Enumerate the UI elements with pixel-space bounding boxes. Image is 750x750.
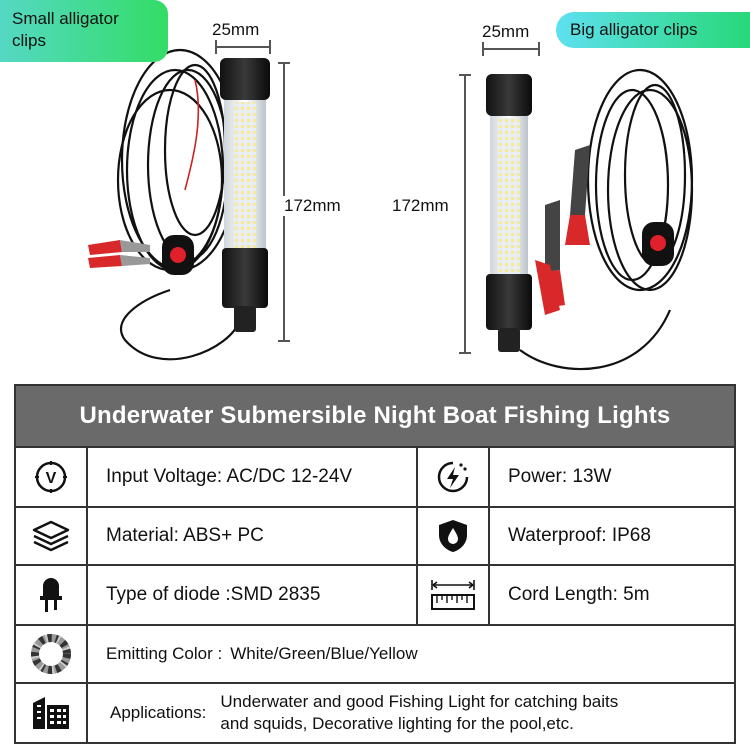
cell: Type of diode :SMD 2835 <box>90 566 416 624</box>
waterproof-text: Waterproof: IP68 <box>508 525 651 546</box>
left-light-tube <box>220 58 270 332</box>
height-label-right: 172mm <box>390 196 451 216</box>
spec-row-applications: Applications: Underwater and good Fishin… <box>16 682 734 742</box>
material-text: Material: ABS+ PC <box>106 525 264 546</box>
icon-cell: V <box>16 448 88 506</box>
layers-icon <box>32 520 70 552</box>
svg-text:V: V <box>46 470 57 487</box>
ruler-icon <box>431 580 475 610</box>
cell: Waterproof: IP68 <box>492 508 734 564</box>
icon-cell <box>16 566 88 624</box>
width-label-right: 25mm <box>482 22 530 41</box>
spec-row-voltage-power: V Input Voltage: AC/DC 12-24V Power: 13W <box>16 446 734 506</box>
cell: Material: ABS+ PC <box>90 508 416 564</box>
emitting-value: White/Green/Blue/Yellow <box>230 644 418 663</box>
icon-cell <box>418 566 490 624</box>
icon-cell <box>16 508 88 564</box>
diode-text: Type of diode :SMD 2835 <box>106 584 321 605</box>
led-diode-icon <box>40 578 62 612</box>
spec-row-diode-cord: Type of diode :SMD 2835 Cord Length: 5m <box>16 564 734 624</box>
spec-row-material-waterproof: Material: ABS+ PC Waterproof: IP68 <box>16 506 734 564</box>
icon-cell <box>418 508 490 564</box>
building-icon <box>33 697 69 729</box>
small-clips-label: Small alligator clips <box>12 9 119 50</box>
small-alligator-clips <box>88 240 150 268</box>
big-clips-badge: Big alligator clips <box>556 12 750 48</box>
height-cap <box>278 340 290 342</box>
height-bar-right <box>464 74 466 354</box>
small-clips-badge: Small alligator clips <box>0 0 168 62</box>
cell: Emitting Color : White/Green/Blue/Yellow <box>90 626 734 682</box>
cell: Power: 13W <box>492 448 734 506</box>
width-bar-right <box>482 48 540 50</box>
cell: Input Voltage: AC/DC 12-24V <box>90 448 416 506</box>
height-cap <box>459 74 471 76</box>
width-cap <box>482 42 484 56</box>
power-icon <box>437 461 469 493</box>
width-cap <box>269 40 271 54</box>
voltage-text: Input Voltage: AC/DC 12-24V <box>106 466 353 487</box>
right-light-tube <box>486 74 532 352</box>
color-ring-icon <box>31 634 71 674</box>
vline <box>416 448 418 506</box>
icon-cell <box>418 448 490 506</box>
big-clips-label: Big alligator clips <box>570 20 698 39</box>
emitting-label: Emitting Color : <box>106 644 223 663</box>
product-illustration <box>88 48 694 371</box>
spec-row-emitting: Emitting Color : White/Green/Blue/Yellow <box>16 624 734 682</box>
voltage-icon: V <box>35 461 67 493</box>
width-cap <box>538 42 540 56</box>
right-switch <box>642 222 674 266</box>
width-bar-left <box>215 46 271 48</box>
vline <box>416 566 418 624</box>
big-alligator-clips <box>535 145 590 315</box>
cord-text: Cord Length: 5m <box>508 584 650 605</box>
spec-table: Underwater Submersible Night Boat Fishin… <box>14 384 736 744</box>
cell: Cord Length: 5m <box>492 566 734 624</box>
applications-line-1: Underwater and good Fishing Light for ca… <box>220 692 619 711</box>
icon-cell <box>16 626 88 682</box>
width-label-left: 25mm <box>212 20 260 39</box>
height-label-left: 172mm <box>282 196 343 216</box>
spec-title-bar: Underwater Submersible Night Boat Fishin… <box>16 386 734 446</box>
applications-value: Underwater and good Fishing Light for ca… <box>220 691 618 735</box>
applications-label: Applications: <box>110 703 207 722</box>
height-cap <box>459 352 471 354</box>
height-cap <box>278 62 290 64</box>
product-image-area: Small alligator clips Big alligator clip… <box>0 0 750 371</box>
left-switch <box>162 235 194 275</box>
waterproof-shield-icon <box>439 520 467 552</box>
width-cap <box>215 40 217 54</box>
icon-cell <box>16 684 88 742</box>
cell: Applications: Underwater and good Fishin… <box>90 684 734 742</box>
power-text: Power: 13W <box>508 466 612 487</box>
applications-line-2: and squids, Decorative lighting for the … <box>220 714 574 733</box>
spec-title: Underwater Submersible Night Boat Fishin… <box>79 402 671 429</box>
vline <box>416 508 418 564</box>
